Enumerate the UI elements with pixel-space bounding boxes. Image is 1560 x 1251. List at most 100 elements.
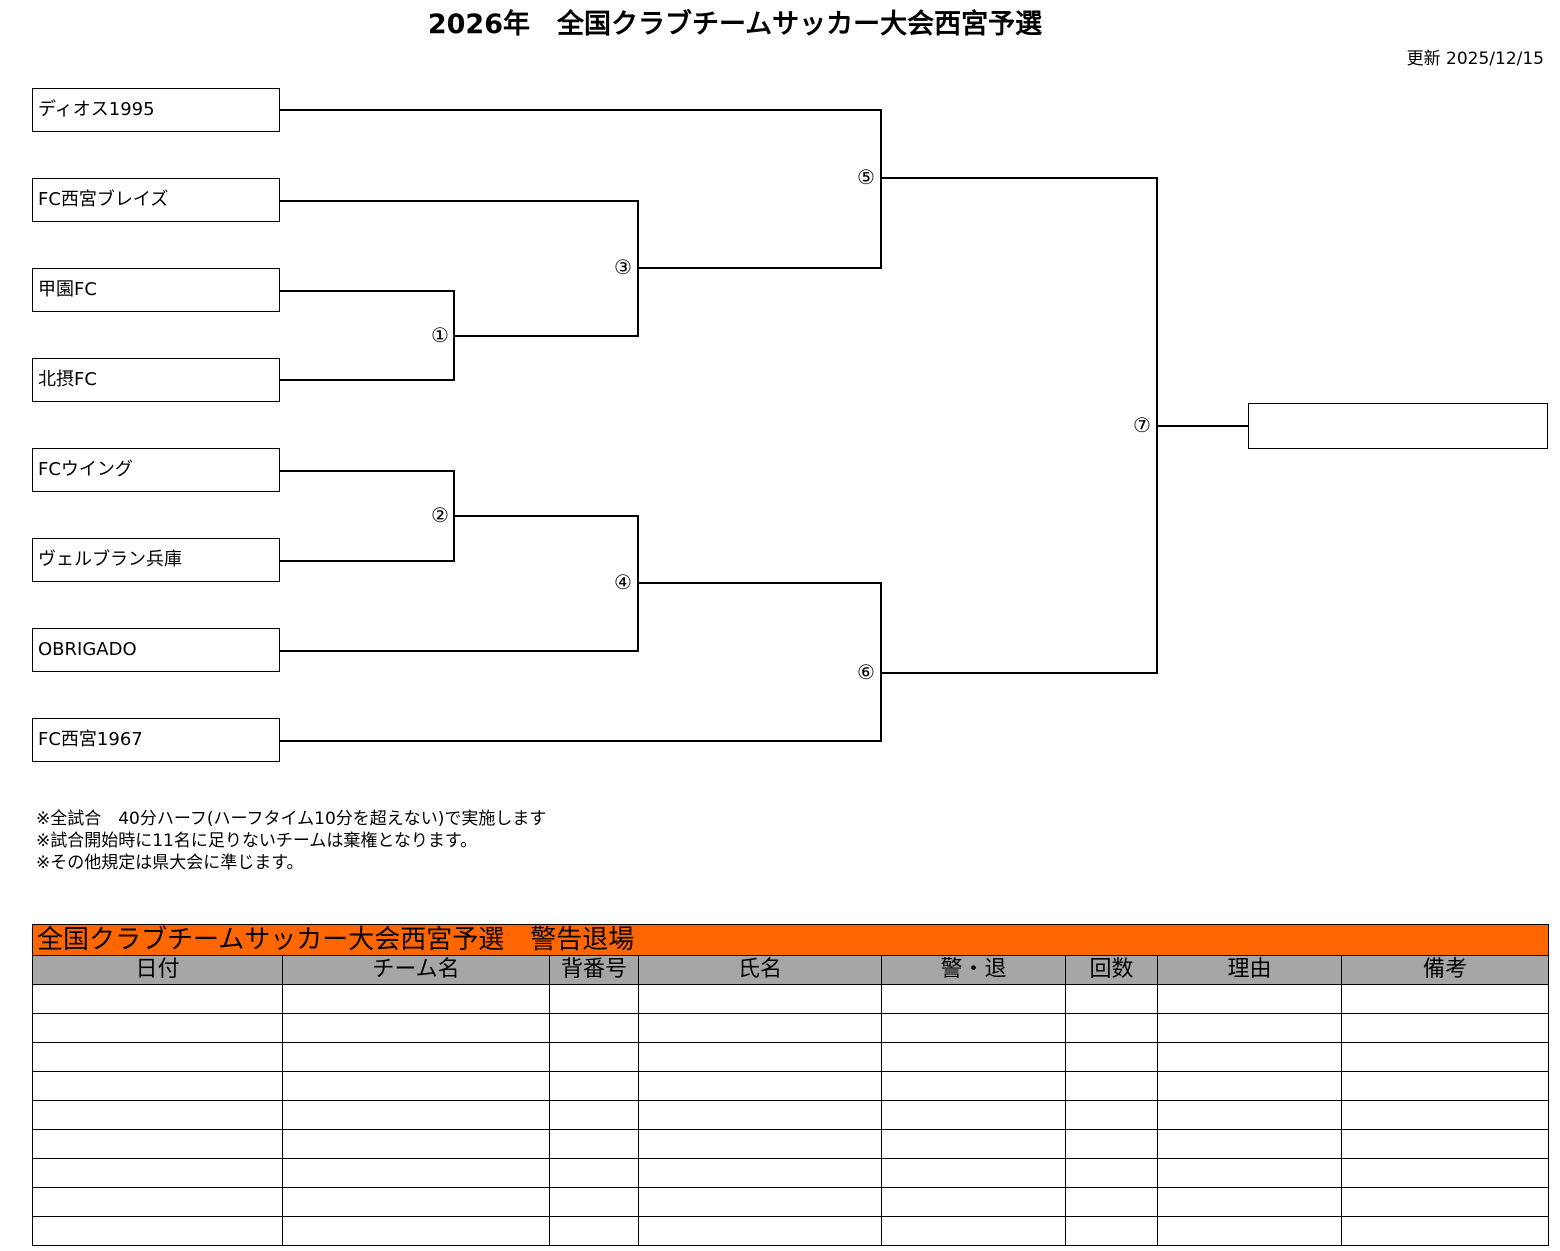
table-cell: [881, 984, 1066, 1014]
table-row: [32, 1158, 1550, 1188]
page-title: 2026年 全国クラブチームサッカー大会西宮予選: [427, 9, 1043, 40]
column-header: 警・退: [881, 955, 1066, 985]
table-cell: [638, 1158, 882, 1188]
table-cell: [32, 1216, 283, 1246]
table-cell: [1340, 1216, 1550, 1246]
table-cell: [1065, 1158, 1158, 1188]
match-number-4: ④: [610, 569, 636, 595]
column-header: 日付: [32, 955, 283, 985]
column-header: チーム名: [282, 955, 550, 985]
table-cell: [549, 1158, 639, 1188]
team-box-1: ディオス1995: [32, 88, 280, 132]
table-cell: [1065, 1042, 1158, 1072]
table-cell: [282, 1042, 550, 1072]
table-cell: [1157, 1158, 1342, 1188]
table-cell: [881, 1042, 1066, 1072]
table-row: [32, 1129, 1550, 1159]
table-cell: [1340, 984, 1550, 1014]
table-cell: [282, 1100, 550, 1130]
match-number-7: ⑦: [1129, 412, 1155, 438]
note-line: ※試合開始時に11名に足りないチームは棄権となります。: [36, 831, 478, 851]
table-cell: [549, 1100, 639, 1130]
table-cell: [32, 1100, 283, 1130]
table-row: [32, 1071, 1550, 1101]
table-cell: [638, 1129, 882, 1159]
match-number-6: ⑥: [853, 659, 879, 685]
table-cell: [32, 1071, 283, 1101]
table-cell: [1157, 1071, 1342, 1101]
table-cell: [1157, 984, 1342, 1014]
table-cell: [1157, 1042, 1342, 1072]
table-cell: [1157, 1100, 1342, 1130]
table-cell: [1340, 1013, 1550, 1043]
table-cell: [1065, 1013, 1158, 1043]
table-cell: [881, 1129, 1066, 1159]
match-number-1: ①: [427, 322, 453, 348]
table-cell: [1340, 1100, 1550, 1130]
team-box-7: OBRIGADO: [32, 628, 280, 672]
team-box-6: ヴェルブラン兵庫: [32, 538, 280, 582]
team-box-4: 北摂FC: [32, 358, 280, 402]
table-cell: [1157, 1216, 1342, 1246]
table-cell: [282, 1013, 550, 1043]
table-cell: [1065, 1216, 1158, 1246]
table-cell: [549, 1129, 639, 1159]
table-cell: [1065, 1187, 1158, 1217]
table-cell: [549, 984, 639, 1014]
table-cell: [282, 984, 550, 1014]
table-cell: [881, 1071, 1066, 1101]
table-cell: [638, 984, 882, 1014]
table-cell: [1065, 984, 1158, 1014]
table-cell: [1340, 1129, 1550, 1159]
team-box-2: FC西宮ブレイズ: [32, 178, 280, 222]
column-header: 回数: [1065, 955, 1158, 985]
table-cell: [282, 1129, 550, 1159]
match-number-5: ⑤: [853, 164, 879, 190]
table-row: [32, 1042, 1550, 1072]
table-cell: [549, 1013, 639, 1043]
column-header: 背番号: [549, 955, 639, 985]
cards-table-title: 全国クラブチームサッカー大会西宮予選 警告退場: [31, 924, 1550, 956]
cards-table: 全国クラブチームサッカー大会西宮予選 警告退場 日付 チーム名 背番号 氏名 警…: [31, 924, 1550, 1246]
column-header: 理由: [1157, 955, 1342, 985]
table-cell: [1340, 1187, 1550, 1217]
table-cell: [1157, 1129, 1342, 1159]
table-cell: [282, 1216, 550, 1246]
table-cell: [549, 1042, 639, 1072]
table-row: [32, 984, 1550, 1014]
table-cell: [32, 1042, 283, 1072]
table-cell: [32, 1187, 283, 1217]
table-cell: [549, 1071, 639, 1101]
table-cell: [638, 1216, 882, 1246]
table-cell: [32, 1129, 283, 1159]
team-box-3: 甲園FC: [32, 268, 280, 312]
match-number-3: ③: [610, 254, 636, 280]
table-cell: [1340, 1071, 1550, 1101]
table-cell: [638, 1187, 882, 1217]
team-box-8: FC西宮1967: [32, 718, 280, 762]
table-cell: [32, 1158, 283, 1188]
table-cell: [638, 1100, 882, 1130]
table-cell: [282, 1158, 550, 1188]
team-box-5: FCウイング: [32, 448, 280, 492]
table-cell: [881, 1100, 1066, 1130]
table-cell: [881, 1187, 1066, 1217]
table-cell: [881, 1013, 1066, 1043]
table-cell: [638, 1071, 882, 1101]
note-line: ※その他規定は県大会に準じます。: [36, 853, 304, 873]
table-cell: [881, 1158, 1066, 1188]
rules-notes: ※全試合 40分ハーフ(ハーフタイム10分を超えない)で実施します ※試合開始時…: [36, 808, 546, 874]
table-row: [32, 1187, 1550, 1217]
table-cell: [638, 1042, 882, 1072]
table-cell: [1340, 1158, 1550, 1188]
update-date: 更新 2025/12/15: [1406, 49, 1544, 69]
table-cell: [1065, 1129, 1158, 1159]
table-cell: [282, 1071, 550, 1101]
table-cell: [1157, 1187, 1342, 1217]
match-number-2: ②: [427, 502, 453, 528]
table-row: [32, 1013, 1550, 1043]
table-cell: [549, 1187, 639, 1217]
table-cell: [549, 1216, 639, 1246]
table-cell: [1157, 1013, 1342, 1043]
table-cell: [282, 1187, 550, 1217]
